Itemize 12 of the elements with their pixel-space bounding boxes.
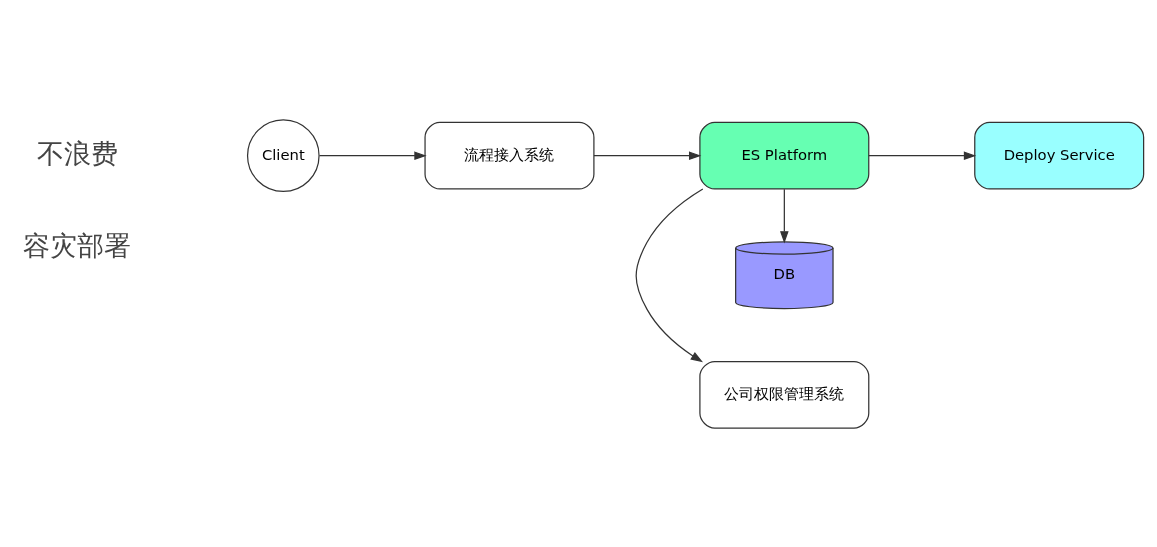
node-box: 流程接入系统 [424,121,595,190]
node-box: 公司权限管理系统 [699,360,870,429]
node-circle: Client [246,118,320,192]
arrow [780,188,789,243]
arrow [635,187,704,362]
arrow [868,150,977,160]
label: 不浪费 [36,137,118,169]
node-box: Deploy Service [974,121,1145,190]
node-box: ES Platform [699,121,870,190]
label: 容灾部署 [23,229,132,261]
arrow [593,150,702,160]
arrow [318,150,427,160]
